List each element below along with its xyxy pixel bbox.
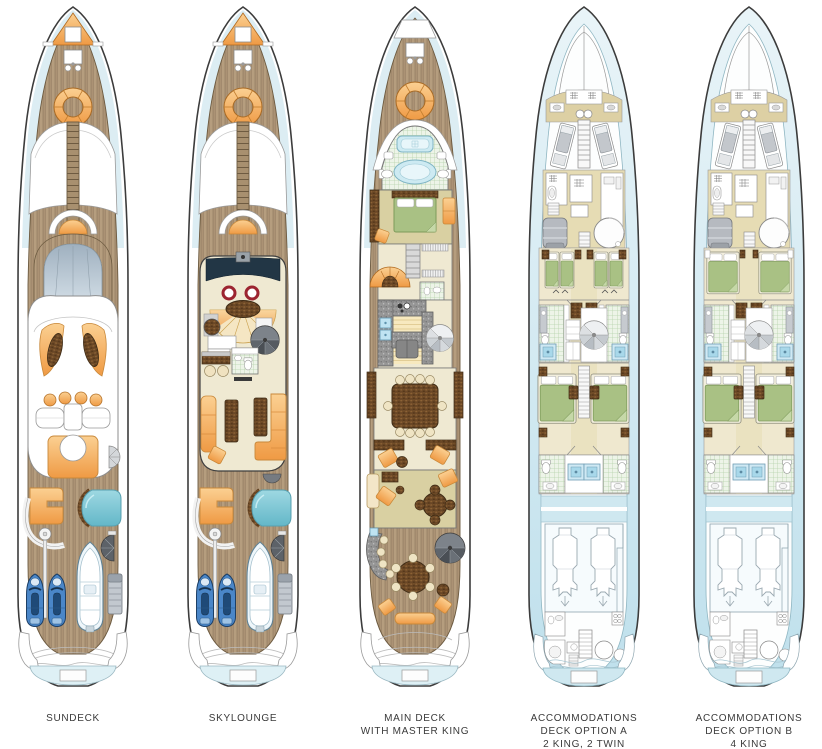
- deck-label-main-deck-line1: MAIN DECK: [384, 713, 446, 724]
- skylounge-room: [199, 251, 287, 484]
- deck-label-accommodations-a-line1: ACCOMMODATIONS: [531, 713, 638, 724]
- king-cabins: [704, 249, 794, 295]
- helm-chairs: [221, 285, 260, 301]
- salon-game-room: [366, 468, 458, 529]
- deck-label-accommodations-b-line2: DECK OPTION B: [705, 726, 792, 737]
- master-suite: [369, 119, 458, 245]
- sundeck-plan: [17, 6, 129, 687]
- deck-label-accommodations-a-line2: DECK OPTION A: [541, 726, 628, 737]
- accommodations-a-plan: [529, 7, 639, 686]
- dining-room: [366, 367, 464, 471]
- twin-cabins: [541, 249, 627, 294]
- deck-label-accommodations-a-line3: 2 KING, 2 TWIN: [543, 739, 625, 749]
- deck-label-accommodations-b-line3: 4 KING: [731, 739, 768, 749]
- main-deck-plan: [359, 6, 471, 687]
- deck-label-sundeck: SUNDECK: [46, 713, 100, 724]
- accommodations-b-plan: [694, 7, 804, 686]
- deck-labels: SUNDECK SKYLOUNGE MAIN DECK WITH MASTER …: [46, 713, 802, 749]
- sun-lounge-bar: [27, 295, 121, 479]
- foyer-galley: [369, 243, 454, 369]
- deck-label-main-deck-line2: WITH MASTER KING: [361, 726, 469, 737]
- deck-label-accommodations-b-line1: ACCOMMODATIONS: [696, 713, 803, 724]
- deck-label-skylounge: SKYLOUNGE: [209, 713, 278, 724]
- skylounge-plan: [187, 6, 299, 687]
- bow-area: [393, 19, 437, 121]
- aft-deck-lounge: [366, 527, 466, 641]
